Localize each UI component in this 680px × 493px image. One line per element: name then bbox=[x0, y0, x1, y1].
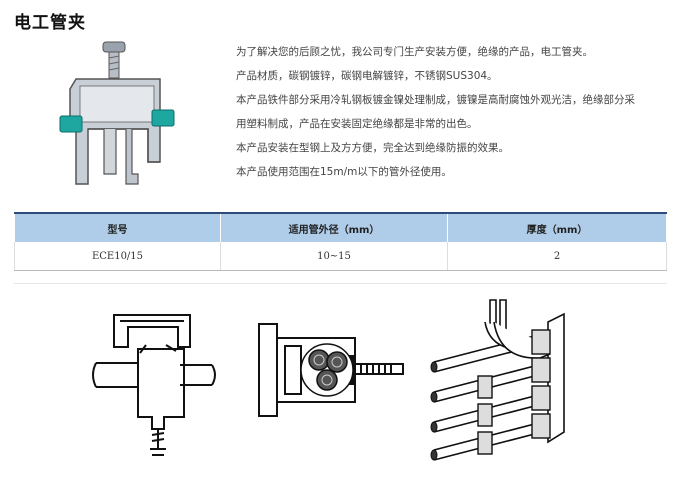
installation-diagram bbox=[430, 299, 565, 461]
cell-thickness: 2 bbox=[447, 242, 667, 271]
cell-model: ECE10/15 bbox=[14, 242, 221, 271]
desc-line: 本产品使用范围在15m/m以下的管外径使用。 bbox=[236, 166, 452, 178]
col-header-thickness: 厚度（mm） bbox=[447, 212, 667, 242]
product-photo bbox=[59, 41, 175, 185]
divider bbox=[14, 283, 667, 284]
col-header-model: 型号 bbox=[14, 212, 221, 242]
col-header-diameter: 适用管外径（mm） bbox=[220, 212, 448, 242]
cell-diameter: 10~15 bbox=[220, 242, 448, 271]
table-header-row: 型号 适用管外径（mm） 厚度（mm） bbox=[14, 212, 667, 242]
product-description: 为了解决您的后顾之忧，我公司专门生产安装方便，绝缘的产品，电工管夹。 产品材质，… bbox=[236, 40, 668, 184]
clamp-diagram-section bbox=[258, 323, 404, 417]
desc-line: 本产品铁件部分采用冷轧钢板镀金镍处理制成，镀镍是高耐腐蚀外观光洁，绝缘部分采 bbox=[236, 94, 635, 106]
table-row: ECE10/15 10~15 2 bbox=[14, 242, 667, 271]
spec-table: 型号 适用管外径（mm） 厚度（mm） ECE10/15 10~15 2 bbox=[14, 212, 667, 271]
desc-line: 本产品安装在型钢上及方方便，完全达到绝缘防振的效果。 bbox=[236, 142, 509, 154]
clamp-diagram-side bbox=[92, 314, 216, 456]
page-title: 电工管夹 bbox=[14, 13, 86, 33]
desc-line: 为了解决您的后顾之忧，我公司专门生产安装方便，绝缘的产品，电工管夹。 bbox=[236, 46, 593, 58]
desc-line: 产品材质，碳钢镀锌，碳钢电解镀锌，不锈钢SUS304。 bbox=[236, 70, 498, 82]
desc-line: 用塑料制成，产品在安装固定绝缘都是非常的出色。 bbox=[236, 118, 478, 130]
